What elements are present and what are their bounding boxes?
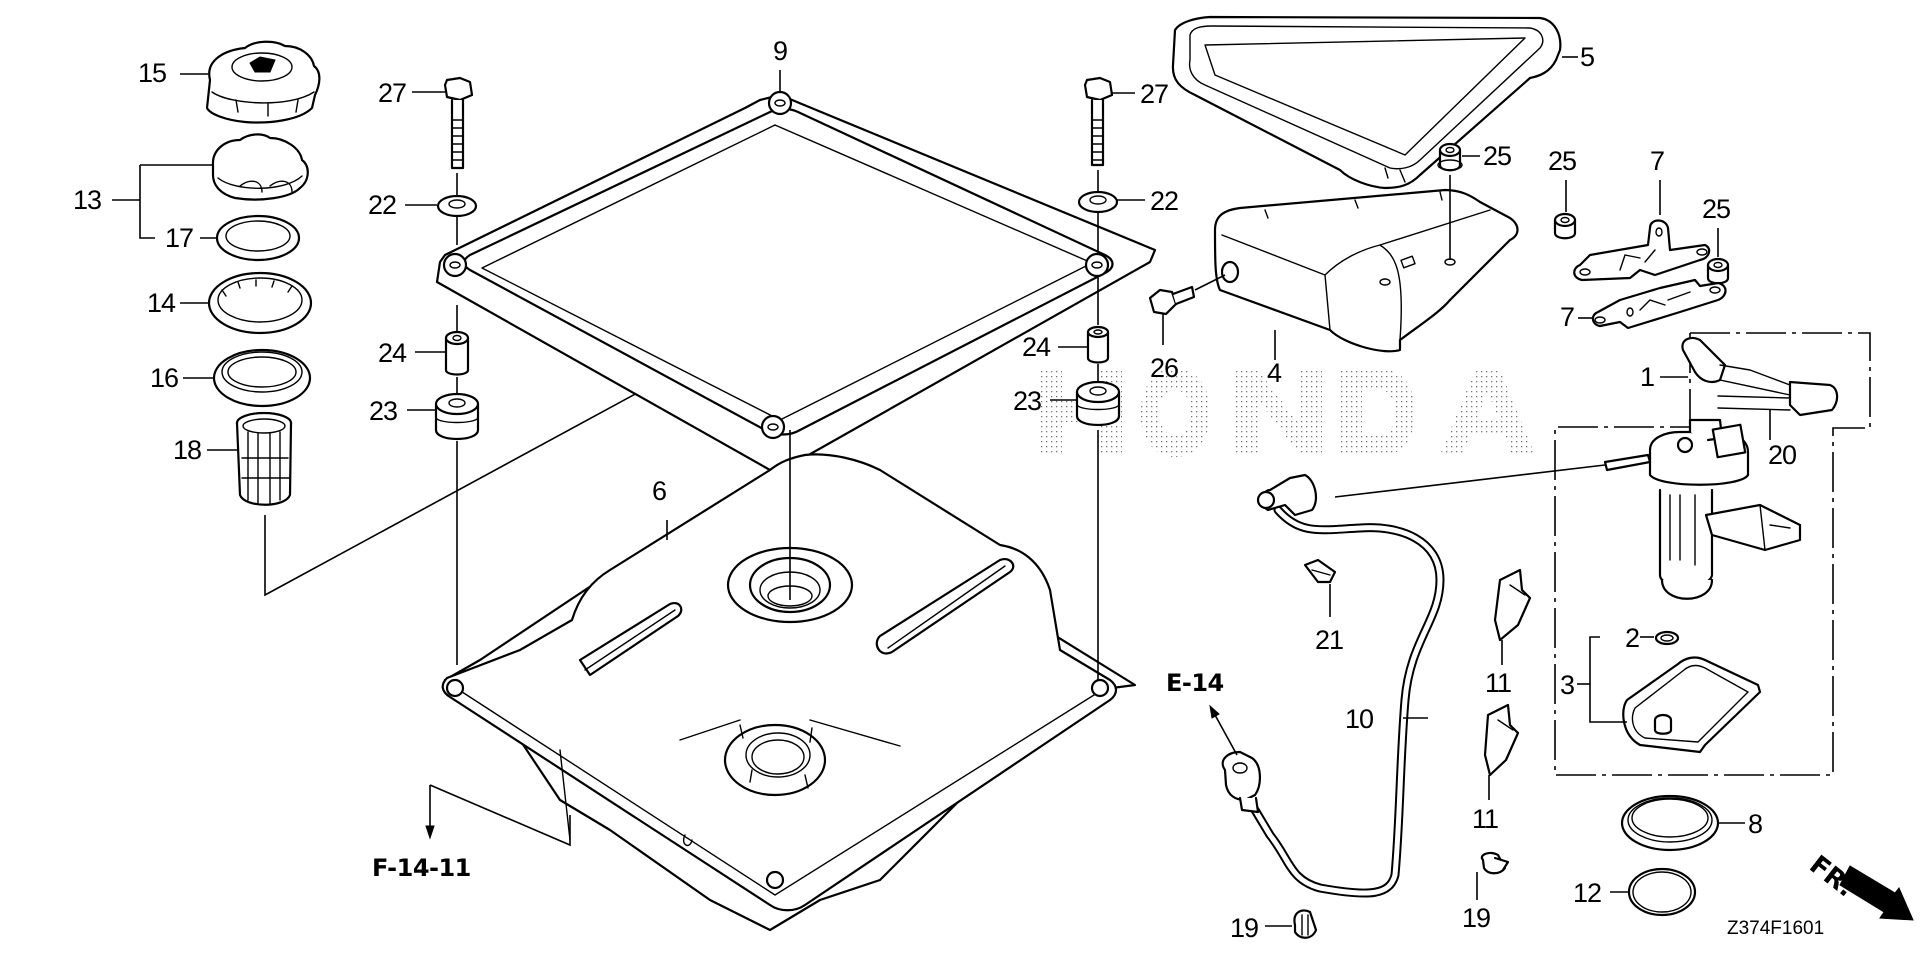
callout-23-right[interactable]: 23 [1013, 386, 1042, 416]
bolt-left-drawing[interactable] [443, 76, 474, 170]
nut-bracket-right-drawing[interactable] [1706, 257, 1730, 285]
callout-11-lower[interactable]: 11 [1472, 804, 1499, 834]
fuel-filter-drawing[interactable] [1622, 656, 1762, 754]
callout-21[interactable]: 21 [1315, 625, 1344, 655]
cap-inner-drawing[interactable] [211, 133, 309, 201]
cover-seal-drawing[interactable] [1171, 15, 1562, 190]
callout-23-left[interactable]: 23 [369, 396, 398, 426]
washer-left-drawing[interactable] [436, 194, 478, 218]
o-ring-small-drawing[interactable] [1654, 630, 1680, 646]
fuel-pump-drawing[interactable] [1603, 418, 1802, 600]
fuel-cap-drawing[interactable] [205, 40, 321, 124]
pump-group-box [1554, 332, 1871, 776]
callout-17[interactable]: 17 [165, 223, 194, 253]
callout-22-left[interactable]: 22 [368, 190, 397, 220]
honda-watermark [1040, 368, 1535, 457]
cross-reference-f1411[interactable]: F-14-11 [372, 854, 471, 882]
callout-25-bracket-right[interactable]: 25 [1702, 194, 1731, 224]
callout-11-upper[interactable]: 11 [1485, 668, 1512, 698]
callout-6[interactable]: 6 [652, 476, 667, 506]
cross-reference-e14[interactable]: E-14 [1166, 669, 1224, 697]
callout-27-right[interactable]: 27 [1140, 79, 1169, 109]
callout-25-cover[interactable]: 25 [1483, 141, 1512, 171]
callout-19-right[interactable]: 19 [1462, 903, 1491, 933]
callout-8[interactable]: 8 [1748, 809, 1763, 839]
callout-20[interactable]: 20 [1768, 440, 1797, 470]
wire-harness-drawing[interactable] [1681, 336, 1839, 417]
collar-right-drawing[interactable] [1086, 325, 1110, 364]
hose-clip-21-drawing[interactable] [1303, 558, 1337, 584]
callout-26[interactable]: 26 [1150, 353, 1179, 383]
callout-10[interactable]: 10 [1345, 704, 1374, 734]
nut-bracket-left-drawing[interactable] [1553, 212, 1577, 240]
bracket-upper-drawing[interactable] [1573, 219, 1711, 282]
callout-1[interactable]: 1 [1640, 362, 1655, 392]
filler-ring-drawing[interactable] [207, 271, 313, 335]
callout-9[interactable]: 9 [773, 36, 788, 66]
callout-22-right[interactable]: 22 [1150, 186, 1179, 216]
clamp-right-drawing[interactable] [1480, 851, 1510, 875]
callout-13[interactable]: 13 [73, 185, 102, 215]
fuel-hose-drawing[interactable] [1221, 473, 1445, 898]
callout-24-left[interactable]: 24 [378, 338, 407, 368]
callout-24-right[interactable]: 24 [1022, 332, 1051, 362]
pump-seal-ring-drawing[interactable] [1620, 794, 1720, 852]
callout-5[interactable]: 5 [1580, 42, 1595, 72]
grommet-left-drawing[interactable] [434, 392, 480, 440]
bolt-right-drawing[interactable] [1083, 76, 1114, 167]
hose-clip-upper-drawing[interactable] [1493, 568, 1532, 642]
callout-12[interactable]: 12 [1573, 878, 1602, 908]
clamp-left-drawing[interactable] [1293, 909, 1318, 939]
callout-4[interactable]: 4 [1267, 358, 1282, 388]
callout-18[interactable]: 18 [173, 435, 202, 465]
small-bolt-drawing[interactable] [1148, 285, 1196, 316]
fuel-tank-drawing[interactable] [441, 453, 1137, 932]
callout-25-bracket-left[interactable]: 25 [1548, 146, 1577, 176]
callout-19-left[interactable]: 19 [1230, 913, 1259, 943]
collar-left-drawing[interactable] [444, 330, 470, 376]
callout-2[interactable]: 2 [1625, 623, 1640, 653]
grommet-right-drawing[interactable] [1075, 380, 1121, 426]
callout-7-lower[interactable]: 7 [1560, 302, 1575, 332]
callout-15[interactable]: 15 [138, 58, 167, 88]
callout-14[interactable]: 14 [147, 288, 176, 318]
drawing-code: Z374F1601 [1727, 918, 1825, 939]
nut-cover-drawing[interactable] [1437, 142, 1463, 172]
tank-cover-drawing[interactable] [1213, 188, 1519, 353]
hose-clip-lower-drawing[interactable] [1483, 703, 1520, 777]
front-direction-arrow [1839, 865, 1914, 921]
filler-seal-drawing[interactable] [212, 348, 312, 408]
callout-16[interactable]: 16 [150, 363, 179, 393]
callout-3[interactable]: 3 [1560, 670, 1575, 700]
callout-27-left[interactable]: 27 [378, 78, 407, 108]
callout-7-upper[interactable]: 7 [1650, 146, 1665, 176]
bracket-lower-drawing[interactable] [1591, 278, 1727, 330]
o-ring-large-drawing[interactable] [1627, 867, 1697, 917]
washer-right-drawing[interactable] [1077, 190, 1119, 214]
tank-frame-drawing[interactable] [435, 90, 1157, 490]
cap-gasket-drawing[interactable] [215, 214, 301, 262]
fuel-strainer-drawing[interactable] [235, 411, 293, 506]
